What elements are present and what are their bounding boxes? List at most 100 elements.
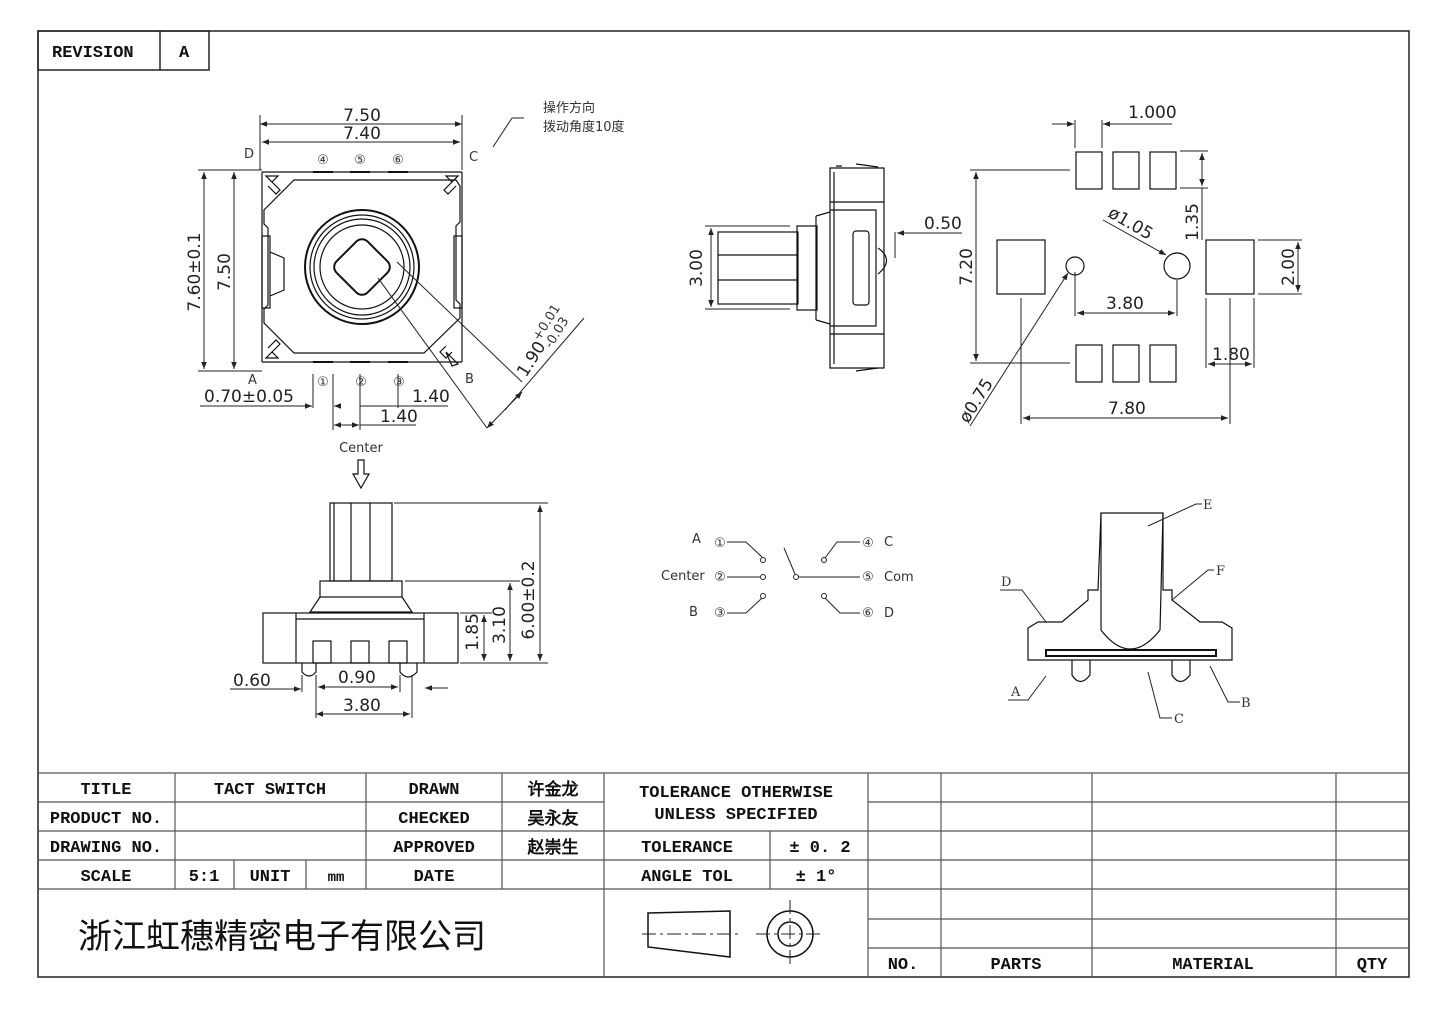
front-view: Center 6.00±0.2 3.10 1.85 bbox=[230, 441, 548, 718]
schematic-label-com: Com bbox=[884, 570, 914, 585]
dim-span: 3.80 bbox=[343, 696, 381, 716]
tolerance-heading-1: TOLERANCE OTHERWISE bbox=[639, 784, 833, 803]
pin-label-6: ⑥ bbox=[392, 153, 404, 168]
pin-label-1: ① bbox=[317, 375, 329, 390]
sheet-border bbox=[37, 30, 1410, 978]
tolerance-label: TOLERANCE bbox=[641, 839, 733, 858]
dim-pad-height: 1.35 bbox=[1183, 203, 1203, 241]
dim-footprint-width: 7.80 bbox=[1108, 399, 1146, 419]
corner-label-a: A bbox=[248, 373, 257, 388]
callout-c: C bbox=[1174, 712, 1184, 727]
schematic-label-c: C bbox=[884, 535, 893, 550]
third-angle-projection-icon bbox=[642, 900, 824, 968]
pad bbox=[1075, 151, 1103, 190]
unit-label: UNIT bbox=[250, 868, 291, 887]
tolerance-value: ± 0. 2 bbox=[789, 839, 850, 858]
scale-label: SCALE bbox=[80, 868, 131, 887]
pin-label-4: ④ bbox=[317, 153, 329, 168]
title-block: TITLE TACT SWITCH PRODUCT NO. DRAWING NO… bbox=[38, 772, 1409, 977]
pin-label-2: ② bbox=[355, 375, 367, 390]
parts-list: NO. PARTS MATERIAL QTY bbox=[868, 773, 1409, 977]
checked-label: CHECKED bbox=[398, 810, 469, 829]
direction-arrow-d-icon bbox=[264, 175, 281, 195]
approved-label: APPROVED bbox=[393, 839, 475, 858]
checked-value: 吴永友 bbox=[528, 808, 579, 829]
dim-width-outer: 7.50 bbox=[343, 106, 381, 126]
schematic-pin-2: ② bbox=[714, 570, 726, 585]
side-pad bbox=[1205, 239, 1255, 295]
dim-protrusion: 0.50 bbox=[924, 214, 962, 234]
schematic-label-d: D bbox=[884, 606, 894, 621]
actuator-ring bbox=[304, 209, 420, 325]
parts-header-qty: QTY bbox=[1357, 956, 1388, 975]
dim-base-height: 1.85 bbox=[463, 613, 483, 651]
dim-pad-pitch: 1.000 bbox=[1128, 103, 1177, 123]
pin-label-3: ③ bbox=[393, 375, 405, 390]
pad bbox=[1112, 151, 1140, 190]
corner-label-c: C bbox=[469, 150, 478, 165]
pad bbox=[1075, 344, 1103, 383]
dim-width-inner: 7.40 bbox=[343, 124, 381, 144]
scale-value: 5:1 bbox=[189, 868, 220, 887]
callout-d: D bbox=[1001, 575, 1011, 590]
schematic-pin-5: ⑤ bbox=[862, 570, 874, 585]
drawn-value: 许金龙 bbox=[528, 779, 579, 800]
tolerance-heading-2: UNLESS SPECIFIED bbox=[654, 806, 817, 825]
schematic-label-a: A bbox=[692, 532, 701, 547]
dim-side-pad-width: 1.80 bbox=[1212, 345, 1250, 365]
corner-label-d: D bbox=[244, 147, 254, 162]
schematic-pin-6: ⑥ bbox=[862, 606, 874, 621]
parts-header-material: MATERIAL bbox=[1172, 956, 1254, 975]
drawing-no-label: DRAWING NO. bbox=[50, 839, 162, 858]
dim-hole-large: ø1.05 bbox=[1105, 203, 1157, 244]
callout-f: F bbox=[1216, 564, 1225, 579]
operation-note-line1: 操作方向 bbox=[543, 100, 595, 116]
dim-side-pad: 2.00 bbox=[1279, 248, 1299, 286]
corner-label-b: B bbox=[465, 372, 474, 387]
schematic-pin-1: ① bbox=[714, 536, 726, 551]
angle-tol-value: ± 1° bbox=[796, 868, 837, 887]
dim-hole-spacing: 3.80 bbox=[1106, 294, 1144, 314]
pad bbox=[1112, 344, 1140, 383]
revision-label: REVISION bbox=[52, 44, 134, 63]
top-view: 7.50 7.40 7.60±0.1 7.50 D C A B ④ ⑤ ⑥ ① … bbox=[185, 100, 625, 430]
hole-large bbox=[1163, 252, 1191, 280]
dim-pad: 0.90 bbox=[338, 668, 376, 688]
direction-arrow-a-icon bbox=[264, 339, 281, 359]
callout-a: A bbox=[1010, 685, 1021, 700]
schematic-label-center: Center bbox=[661, 569, 705, 584]
callout-e: E bbox=[1203, 498, 1213, 513]
dim-height: 7.50 bbox=[215, 253, 235, 291]
schematic-pin-3: ③ bbox=[714, 606, 726, 621]
dim-pin-width: 0.70±0.05 bbox=[204, 387, 294, 407]
dim-hole-small: ø0.75 bbox=[955, 375, 998, 427]
dim-pitch-b: 1.40 bbox=[380, 407, 418, 427]
angle-tol-label: ANGLE TOL bbox=[641, 868, 733, 887]
center-label: Center bbox=[339, 441, 383, 456]
dim-shaft: 3.00 bbox=[687, 249, 707, 287]
pin-label-5: ⑤ bbox=[354, 153, 366, 168]
dim-height-tol: 7.60±0.1 bbox=[185, 232, 205, 311]
press-arrow-icon bbox=[351, 459, 371, 490]
revision-block: REVISION A bbox=[37, 30, 210, 71]
unit-value: mm bbox=[328, 870, 345, 886]
product-no-label: PRODUCT NO. bbox=[50, 810, 162, 829]
parts-header-no: NO. bbox=[888, 956, 919, 975]
pcb-footprint: 1.000 1.35 ø1.05 ø0.75 3.80 2.00 7.20 1.… bbox=[955, 103, 1302, 427]
dim-pitch-a: 1.40 bbox=[412, 387, 450, 407]
drawn-label: DRAWN bbox=[408, 781, 459, 800]
side-pad bbox=[996, 239, 1046, 295]
section-view: E F D A B C bbox=[1000, 498, 1251, 727]
operation-note-line2: 拨动角度10度 bbox=[543, 119, 625, 135]
actuator-stem bbox=[333, 238, 391, 296]
title-label: TITLE bbox=[80, 781, 131, 800]
title-value: TACT SWITCH bbox=[214, 781, 326, 800]
schematic-label-b: B bbox=[689, 605, 698, 620]
direction-arrow-b-icon bbox=[439, 345, 460, 367]
dim-footprint-height: 7.20 bbox=[957, 248, 977, 286]
schematic-pin-4: ④ bbox=[862, 536, 874, 551]
dim-total-height: 6.00±0.2 bbox=[519, 560, 539, 639]
pad bbox=[1149, 151, 1177, 190]
direction-arrow-c-icon bbox=[443, 175, 460, 195]
